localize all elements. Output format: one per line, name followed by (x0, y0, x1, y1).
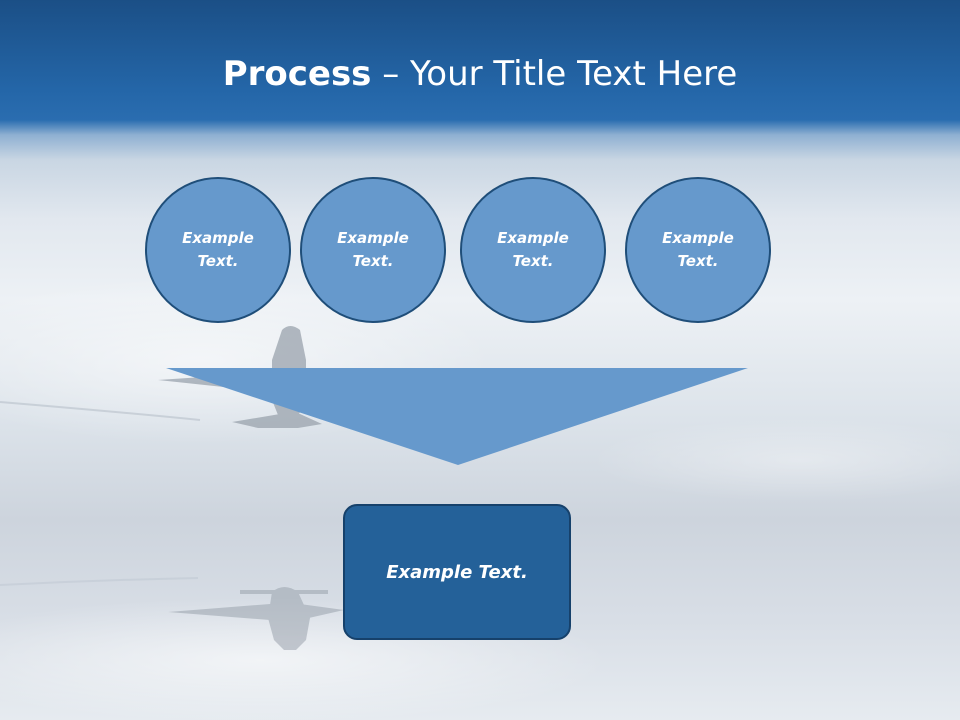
funnel-arrow-shape[interactable] (166, 368, 748, 465)
result-box-text: Example Text. (386, 561, 528, 583)
contrail (0, 401, 201, 421)
contrail (0, 577, 199, 586)
airplane-icon-lower (168, 587, 344, 650)
result-box[interactable]: Example Text. (343, 504, 571, 640)
title-rest: – Your Title Text Here (371, 54, 738, 94)
circle-text-line2: Text. (197, 252, 239, 270)
circle-text-line1: Example (497, 229, 569, 247)
circle-text-line1: Example (662, 229, 734, 247)
title-bold: Process (222, 54, 372, 94)
circle-text-line2: Text. (352, 252, 394, 270)
circle-text-line1: Example (337, 229, 409, 247)
circle-text-line2: Text. (677, 252, 719, 270)
circle-text-line2: Text. (512, 252, 554, 270)
slide-title: Process – Your Title Text Here (0, 52, 960, 96)
circle-text-line1: Example (182, 229, 254, 247)
